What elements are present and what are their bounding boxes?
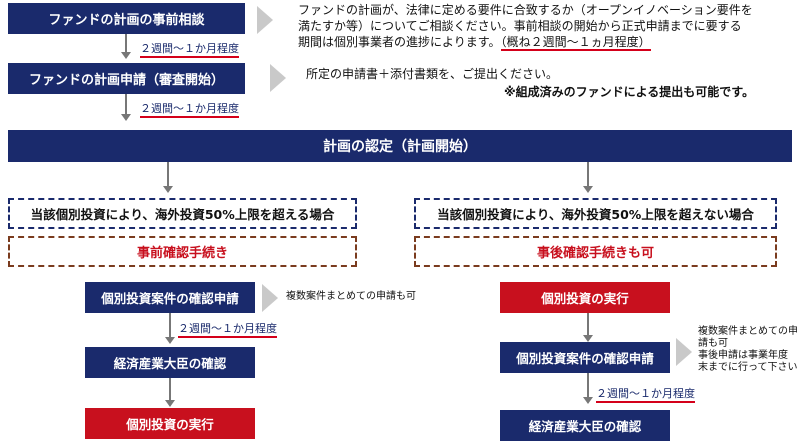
- step1-note-line2: 満たすか等）についてご相談ください。事前相談の開始から正式申請までに要する: [298, 19, 742, 33]
- right-apply-note-line1: 複数案件まとめての申: [698, 326, 798, 337]
- step1-note-line1: ファンドの計画が、法律に定める要件に合致するか（オープンイノベーション要件を: [298, 3, 753, 17]
- left-duration-label: ２週間～１か月程度: [178, 320, 277, 338]
- pointer-triangle-left-apply: [262, 284, 278, 312]
- right-procedure-box: 事後確認手続きも可: [414, 236, 777, 267]
- pointer-triangle-2: [270, 64, 286, 92]
- left-condition-box: 当該個別投資により、海外投資50%上限を超える場合: [8, 198, 357, 229]
- left-investment-apply-step: 個別投資案件の確認申請: [85, 282, 255, 313]
- right-apply-note-line3: 事後申請は事業年度: [698, 350, 788, 361]
- duration-label-2: ２週間～１か月程度: [140, 100, 239, 118]
- pointer-triangle-1: [257, 6, 273, 34]
- step-fund-plan-consultation: ファンドの計画の事前相談: [8, 3, 245, 34]
- pointer-triangle-right-apply: [676, 338, 692, 366]
- right-investment-apply-step: 個別投資案件の確認申請: [500, 342, 670, 373]
- right-minister-confirmation-step: 経済産業大臣の確認: [500, 410, 670, 441]
- right-duration-label: ２週間～１か月程度: [596, 385, 695, 403]
- step2-note-line1: 所定の申請書＋添付書類を、ご提出ください。: [306, 67, 559, 81]
- step-fund-plan-application: ファンドの計画申請（審査開始）: [8, 63, 245, 94]
- step1-note-line3a: 期間は個別事業者の進捗によります。: [298, 35, 501, 49]
- right-apply-note: 複数案件まとめての申 請も可 事後申請は事業年度 末までに行って下さい: [698, 326, 798, 374]
- right-apply-note-line4: 末までに行って下さい: [698, 362, 798, 373]
- left-procedure-box: 事前確認手続き: [8, 236, 357, 267]
- left-investment-execution-step: 個別投資の実行: [85, 408, 255, 439]
- step1-note-line3: 期間は個別事業者の進捗によります。（概ね２週間～１ヵ月程度）: [298, 34, 798, 51]
- step1-note: ファンドの計画が、法律に定める要件に合致するか（オープンイノベーション要件を 満…: [298, 2, 798, 51]
- right-condition-box: 当該個別投資により、海外投資50%上限を超えない場合: [414, 198, 777, 229]
- left-minister-confirmation-step: 経済産業大臣の確認: [85, 347, 255, 378]
- duration-label-1: ２週間～１か月程度: [140, 40, 239, 58]
- step1-note-duration: （概ね２週間～１ヵ月程度）: [500, 35, 651, 51]
- right-apply-note-line2: 請も可: [698, 338, 728, 349]
- right-investment-execution-step: 個別投資の実行: [500, 282, 670, 313]
- step2-note-line2: ※組成済みのファンドによる提出も可能です。: [504, 85, 755, 99]
- plan-certification-banner: 計画の認定（計画開始）: [8, 130, 792, 162]
- left-apply-note: 複数案件まとめての申請も可: [286, 291, 416, 302]
